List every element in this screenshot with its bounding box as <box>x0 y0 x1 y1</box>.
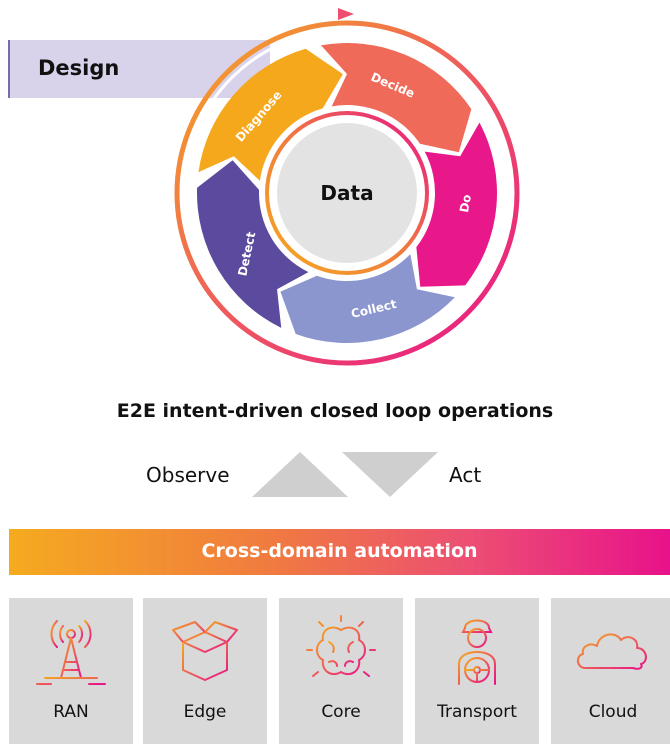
domain-tile-ran: RAN <box>9 598 133 744</box>
outer-ring-inner-gap <box>182 28 512 358</box>
box-icon <box>172 621 238 681</box>
brain-icon <box>306 615 376 677</box>
loop-arrow-collect <box>280 254 455 343</box>
loop-arrow-decide <box>320 42 472 153</box>
ring-arrow-icon <box>338 8 354 20</box>
domain-label: Cloud <box>588 702 638 722</box>
design-label: Design <box>38 56 120 80</box>
domain-label: Transport <box>437 702 517 722</box>
act-label: Act <box>449 463 482 487</box>
act-down-triangle <box>342 452 438 497</box>
domain-tile-transport: Transport <box>415 598 539 744</box>
domain-label: RAN <box>53 702 89 722</box>
automation-bar: Cross-domain automation <box>9 529 670 575</box>
observe-label: Observe <box>146 463 230 487</box>
loop-arrow-do <box>416 122 497 287</box>
domain-tile-edge: Edge <box>143 598 267 744</box>
observe-up-triangle <box>252 452 348 497</box>
driver-icon <box>458 619 496 685</box>
loop-arrow-diagnose <box>198 48 343 181</box>
data-disk <box>277 123 417 263</box>
outer-ring <box>174 20 520 366</box>
cloud-icon <box>577 633 647 670</box>
domain-tile-cloud: Cloud <box>551 598 670 744</box>
automation-label: Cross-domain automation <box>201 540 478 562</box>
antenna-icon <box>36 620 106 685</box>
stage-label-do: Do <box>457 193 474 213</box>
design-banner: Design <box>8 40 270 98</box>
data-label: Data <box>320 181 373 205</box>
loop-arrow-detect <box>197 160 309 328</box>
domain-label: Edge <box>183 702 227 722</box>
domain-label: Core <box>321 702 361 722</box>
headline: E2E intent-driven closed loop operations <box>116 400 554 422</box>
domain-tile-core: Core <box>279 598 403 744</box>
